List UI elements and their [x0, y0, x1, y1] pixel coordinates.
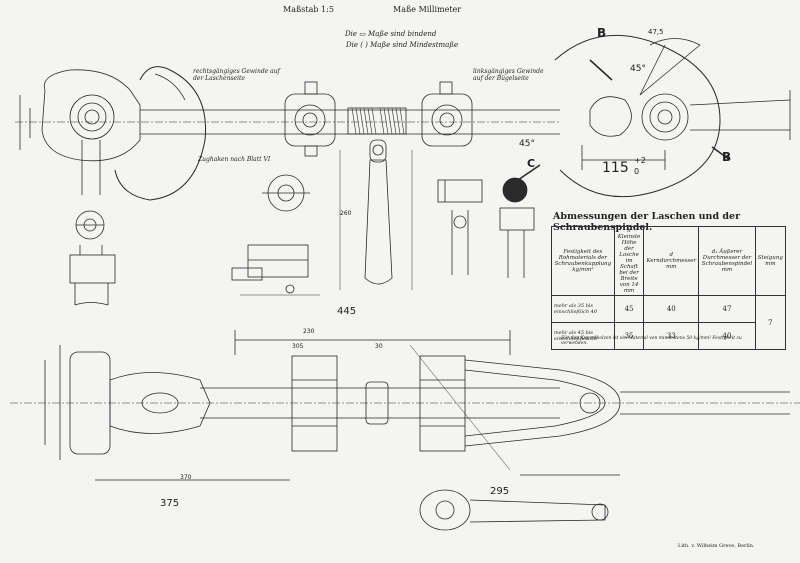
table-cell: 40 — [643, 295, 700, 323]
table-header: d Kerndurchmesser mm — [643, 226, 700, 296]
printer-credit: Lith. v. Wilhelm Greve, Berlin. — [678, 543, 755, 549]
table-row: mehr als 45 bis einschließlich 50 35 33 … — [551, 322, 786, 350]
table-cell: 40 — [698, 322, 756, 350]
table-cell: mehr als 45 bis einschließlich 50 — [551, 322, 615, 350]
hook-reference: Zughaken nach Blatt VI — [198, 156, 271, 163]
table-cell: 45 — [613, 295, 645, 323]
legend-binding: Die ▭ Maße sind bindend — [345, 30, 437, 38]
thread-right-note: rechtsgängiges Gewinde auf der Laschense… — [193, 68, 280, 82]
dim-30: 30 — [375, 343, 383, 350]
table-header: Festigkeit des Rohmaterials der Schraube… — [551, 226, 615, 296]
section-mark-c: C — [527, 157, 536, 170]
dim-115-tol-upper: +2 — [634, 156, 646, 165]
top-coupling-view — [15, 34, 791, 201]
table-header: d₁ Äußerer Durchmesser der Schraubenspin… — [698, 226, 756, 296]
dim-260: 260 — [340, 210, 352, 217]
table-cell: mehr als 35 bis einschließlich 40 — [551, 295, 615, 323]
scale-label: Maßstab 1:5 — [283, 5, 334, 14]
legend-minimum: Die ( ) Maße sind Mindestmaße — [346, 41, 459, 49]
hook-section-detail — [69, 210, 116, 306]
table-note: Für den Kuppelbolzen ist ein Material vo… — [561, 336, 742, 346]
dimensions-table: Festigkeit des Rohmaterials der Schraube… — [551, 226, 787, 350]
table-header: h Kleinste Höhe der Lasche im Schaft bei… — [613, 226, 645, 296]
dim-305: 305 — [292, 343, 304, 350]
dim-47-5: 47,5 — [648, 28, 664, 36]
table-header-row: Festigkeit des Rohmaterials der Schraube… — [551, 226, 787, 296]
dim-445: 445 — [337, 306, 357, 317]
section-mark-b-bottom: B — [722, 150, 732, 164]
handle-detail — [339, 150, 413, 290]
thread-left-note: linksgängiges Gewinde auf der Bügelseite — [473, 68, 544, 82]
table-row: mehr als 35 bis einschließlich 40 45 40 … — [551, 295, 787, 350]
table-header: Steigung mm — [754, 226, 787, 296]
table-cell-pitch: 7 — [754, 295, 787, 350]
angle-45-lower: 45° — [519, 139, 535, 149]
section-mark-b-top: B — [597, 26, 607, 40]
link-plan-view — [419, 489, 609, 531]
dim-295: 295 — [490, 486, 510, 497]
dim-370: 370 — [180, 474, 192, 481]
units-label: Maße Millimeter — [393, 5, 462, 14]
dim-375: 375 — [160, 498, 180, 509]
nut-detail — [231, 174, 320, 296]
table-cell: 47 — [698, 295, 756, 323]
dim-115-tol-lower: 0 — [634, 167, 640, 176]
nut-section-details — [437, 177, 535, 278]
dim-115: 115 — [602, 160, 629, 176]
dim-230: 230 — [303, 328, 315, 335]
bottom-plan-view — [10, 330, 800, 481]
angle-45-upper: 45° — [630, 64, 646, 74]
